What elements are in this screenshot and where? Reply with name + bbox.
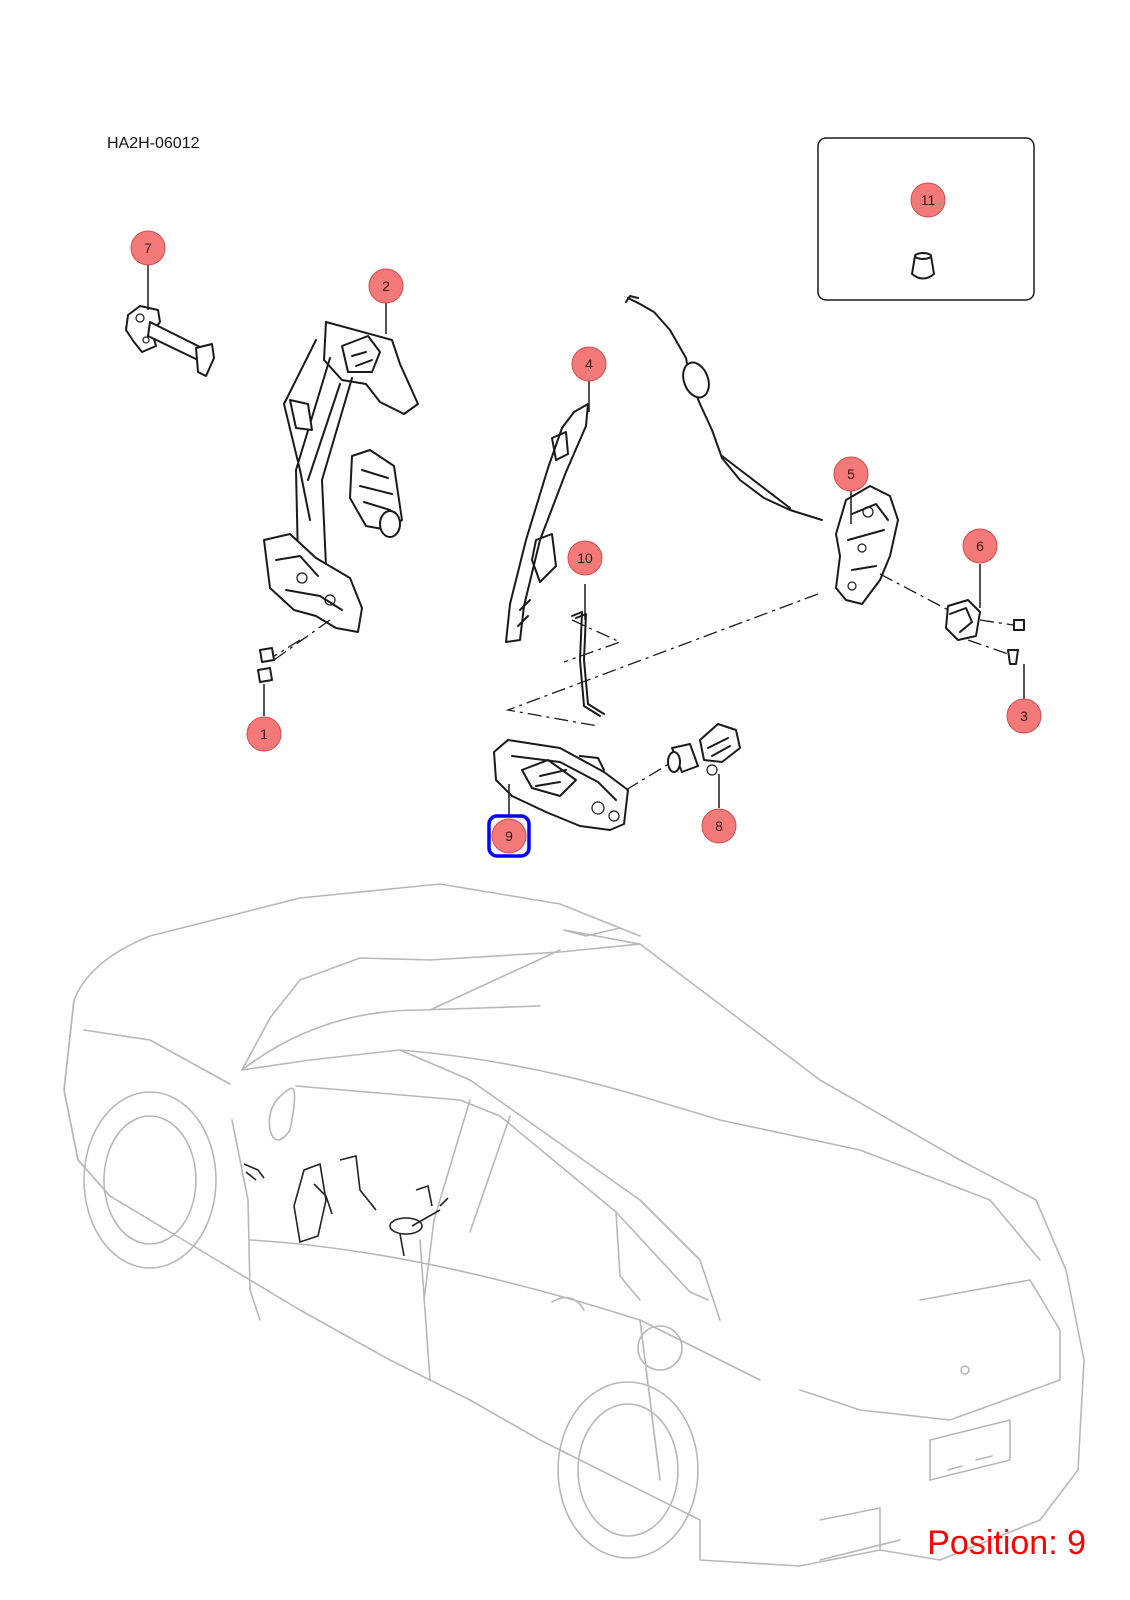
callout-7[interactable]: 7: [130, 230, 166, 266]
callout-2[interactable]: 2: [368, 268, 404, 304]
document-code: HA2H-06012: [107, 135, 200, 152]
part-8-lock-cylinder: [625, 723, 741, 791]
part-11-cap: [911, 252, 935, 280]
callout-1-label: 1: [260, 726, 268, 742]
callout-3[interactable]: 3: [1006, 698, 1042, 734]
inset-box: [817, 137, 1035, 301]
part-5-door-latch: [835, 485, 953, 613]
alignment-line-rod: [563, 619, 622, 663]
callout-2-label: 2: [382, 278, 390, 294]
selection-highlight: [487, 814, 531, 858]
part-4-door-channel: [505, 403, 589, 643]
part-2-window-regulator: [257, 321, 419, 683]
callout-4[interactable]: 4: [571, 346, 607, 382]
callout-5[interactable]: 5: [833, 456, 869, 492]
alignment-line-latch: [505, 593, 819, 727]
callout-3-label: 3: [1020, 708, 1028, 724]
callout-9-label: 9: [505, 828, 513, 844]
callout-6[interactable]: 6: [962, 528, 998, 564]
vehicle-outline: [63, 883, 1085, 1567]
vehicle-door-parts: [243, 1155, 449, 1257]
callout-11[interactable]: 11: [910, 182, 946, 218]
callout-8[interactable]: 8: [701, 808, 737, 844]
callout-11-label: 11: [921, 192, 936, 208]
callout-6-label: 6: [976, 538, 984, 554]
position-label: Position: 9: [927, 1524, 1086, 1562]
callout-10[interactable]: 10: [567, 540, 603, 576]
part-7-door-checker: [125, 305, 215, 377]
callout-8-label: 8: [715, 818, 723, 834]
latch-cable: [625, 295, 823, 521]
callout-9-selected[interactable]: 9: [487, 814, 531, 858]
callout-4-label: 4: [585, 356, 593, 372]
callout-10-label: 10: [577, 550, 593, 566]
callout-7-label: 7: [144, 240, 152, 256]
part-10-rod: [571, 611, 605, 717]
callout-5-label: 5: [847, 466, 855, 482]
callout-1[interactable]: 1: [246, 716, 282, 752]
part-6-striker: [945, 599, 1025, 665]
